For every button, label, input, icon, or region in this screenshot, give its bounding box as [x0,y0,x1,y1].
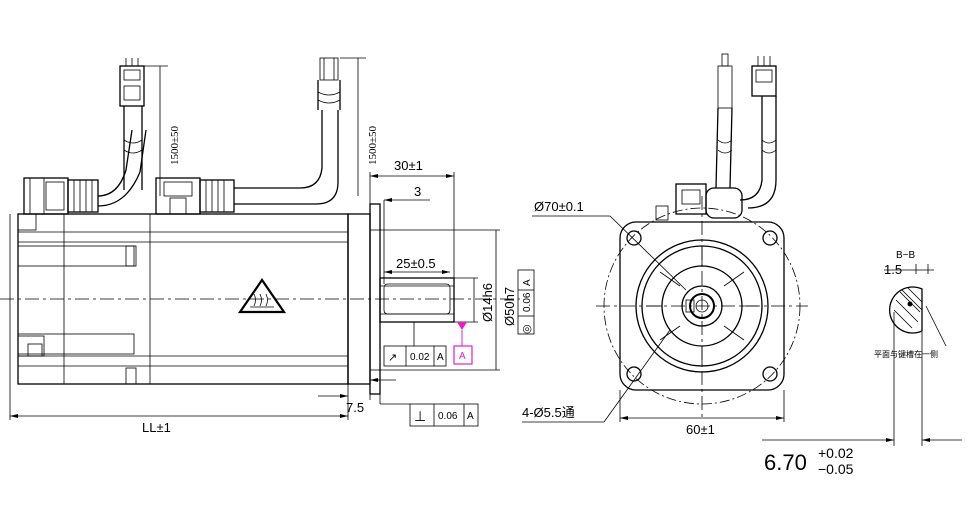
cable-length-1: 1500±50 [169,125,181,165]
key-offset-label: 3 [414,184,421,199]
mount-hole [626,230,642,246]
hatch [893,287,923,329]
flange-thickness-label: 7.5 [346,400,364,415]
end-cap [17,213,37,231]
runout-fcf: ↗ 0.02 A [383,345,447,367]
arrow [340,394,348,398]
mount-hole [626,366,642,382]
perp-fcf-datum: A [467,411,474,422]
fin-slot [17,245,135,267]
encoder-cable [119,58,145,190]
hot-surface-warning-icon [237,278,287,314]
leader [603,329,671,423]
shaft-diameter-label: Ø14h6 [480,283,495,322]
front-view: Ø70±0.1 4-Ø5.5通 60±1 [522,53,808,437]
mount-hole [762,230,778,246]
side-view: 1500±50 1500±50 30±1 3 25±0.5 Ø14h6 Ø50h… [0,57,535,435]
datum-a-marker: A [453,322,473,365]
arrow [442,270,450,274]
tol-upper: +0.02 [818,445,854,461]
power-connector [155,110,339,215]
pilot-fcf: ◎ 0.06 A [517,269,535,335]
front-connectors [655,53,777,221]
bolt-circle-label: Ø70±0.1 [534,199,584,214]
section-title: B−B [896,250,916,261]
end-cap [27,343,43,357]
encoder-connector [23,129,147,215]
shaft-center [695,299,709,313]
runout-fcf-symbol: ↗ [388,352,397,364]
mount-hole [762,366,778,382]
shaft-length-label: 30±1 [394,158,423,173]
fin-slot [125,245,137,267]
perp-fcf-value: 0.06 [438,411,458,422]
key-end [685,299,695,313]
cable-length-2: 1500±50 [367,125,379,165]
arrow [384,270,392,274]
section-mark [907,301,913,307]
arrow [370,174,378,178]
leader [609,215,687,291]
hub-ring [681,285,723,327]
shaft [379,277,455,323]
arrow [10,414,18,418]
datum-a-label: A [459,351,466,362]
perp-fcf-symbol: ⊥ [414,408,426,424]
pilot-ring [635,239,769,373]
flange-width-label: 60±1 [686,422,715,437]
key-depth-label: 1.5 [884,262,902,277]
power-cable [317,57,341,110]
shaft-end [689,293,715,319]
pilot-diameter-label: Ø50h7 [502,287,517,326]
arrow [370,378,378,382]
end-cap [17,335,45,357]
arrow [620,416,628,420]
arrow [340,414,348,418]
arrow [776,416,784,420]
pilot-fcf-symbol: ◎ [521,324,533,334]
runout-fcf-datum: A [437,352,444,363]
arrow [886,438,894,442]
key [383,283,451,315]
pilot-fcf-datum: A [522,279,533,286]
pilot-fcf-value: 0.06 [522,292,533,312]
section-width-label: 6.70 [764,450,807,475]
spokes [646,246,758,366]
perp-fcf: ⊥ 0.06 A [409,403,479,427]
arrow [922,438,930,442]
section-view: B−B 1.5 平面与键槽在一侧 6.70 +0.02 −0.05 [762,250,962,477]
key-note: 平面与键槽在一侧 [874,349,938,359]
fin-slot [125,367,137,385]
mount-holes-label: 4-Ø5.5通 [522,405,575,420]
bolt-circle [603,207,801,405]
runout-fcf-value: 0.02 [410,352,430,363]
arrow [384,198,392,202]
tol-lower: −0.05 [818,461,854,477]
pilot [369,229,381,371]
leader [925,305,947,347]
flange-square [619,221,785,391]
shaft-section [889,286,923,334]
key-length-label: 25±0.5 [396,256,436,271]
arrow [446,174,454,178]
total-length-label: LL±1 [142,420,171,435]
